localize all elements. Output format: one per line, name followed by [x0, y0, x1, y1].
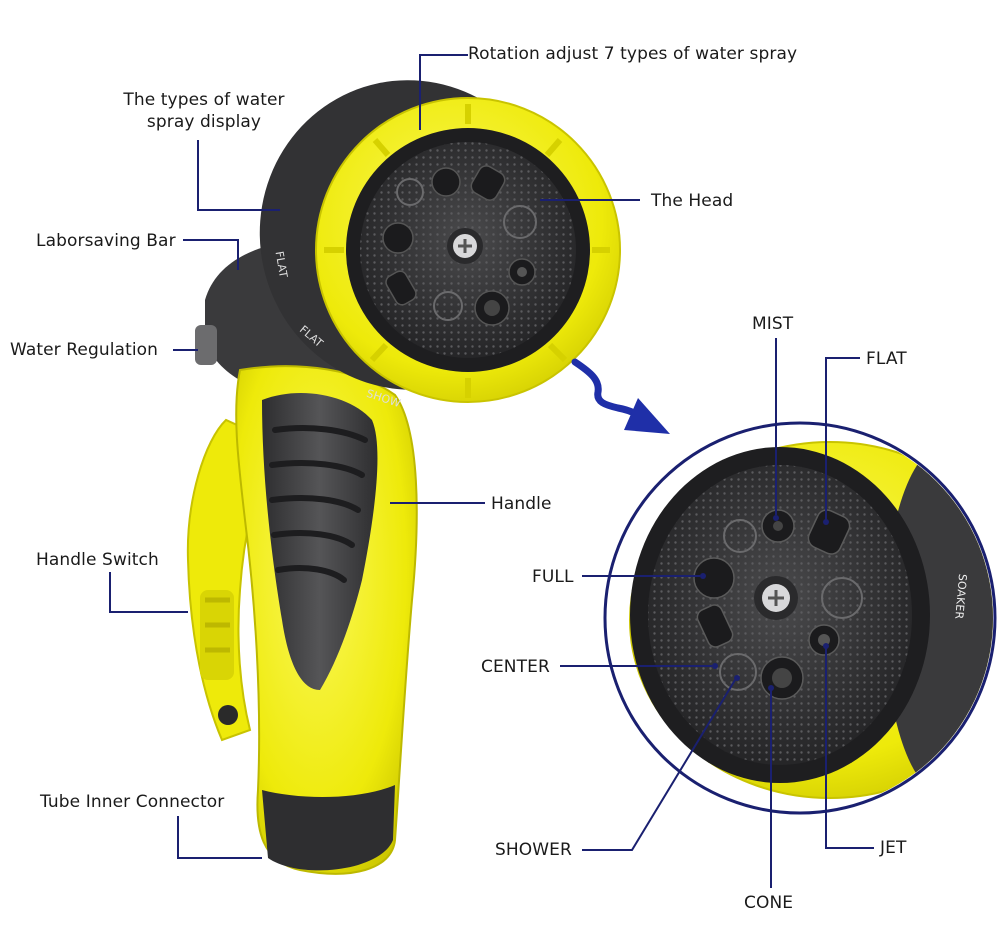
label-laborsaving-bar: Laborsaving Bar	[36, 231, 176, 251]
label-flat: FLAT	[866, 349, 907, 369]
label-types-display-line1: The types of water	[123, 90, 285, 110]
label-full: FULL	[532, 567, 574, 587]
leader-lines	[109, 54, 874, 888]
label-center: CENTER	[481, 657, 550, 677]
label-mist: MIST	[752, 314, 794, 334]
label-tube-inner-connector: Tube Inner Connector	[40, 792, 225, 812]
label-handle: Handle	[491, 494, 552, 514]
label-shower: SHOWER	[495, 840, 572, 860]
left-head	[259, 80, 621, 403]
label-the-head: The Head	[651, 191, 734, 211]
label-cone: CONE	[744, 893, 794, 913]
zoom-arrow	[571, 358, 670, 434]
label-water-regulation: Water Regulation	[10, 340, 159, 360]
label-rotation-adjust: Rotation adjust 7 types of water spray	[468, 44, 798, 64]
label-jet: JET	[880, 838, 907, 858]
zoom-view	[603, 421, 997, 815]
label-types-display-line2: spray display	[146, 112, 262, 132]
left-nozzle	[186, 80, 621, 875]
label-handle-switch: Handle Switch	[36, 550, 159, 570]
